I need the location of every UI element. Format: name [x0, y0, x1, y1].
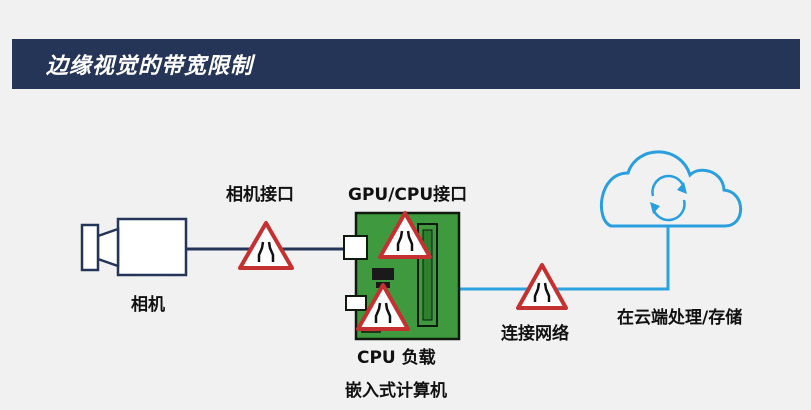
gpu-cpu-interface-label: GPU/CPU接口 — [348, 185, 468, 205]
cpu-load-label: CPU 负载 — [357, 348, 436, 368]
camera-interface-label: 相机接口 — [226, 185, 294, 205]
cloud-sync-icon — [599, 150, 742, 228]
camera-label: 相机 — [131, 295, 165, 315]
network-label: 连接网络 — [501, 324, 569, 344]
network-warning-icon — [516, 263, 568, 310]
network-line — [458, 226, 670, 291]
cloud-processing-label: 在云端处理/存储 — [617, 308, 743, 328]
cpu-load-warning-icon — [356, 283, 410, 331]
title-banner: 边缘视觉的带宽限制 — [12, 39, 800, 89]
camera-interface-warning-icon — [238, 221, 294, 270]
page-title: 边缘视觉的带宽限制 — [46, 54, 254, 79]
camera-icon — [80, 217, 188, 277]
gpu-cpu-interface-warning-icon — [378, 211, 432, 259]
embedded-computer-label: 嵌入式计算机 — [345, 381, 447, 401]
